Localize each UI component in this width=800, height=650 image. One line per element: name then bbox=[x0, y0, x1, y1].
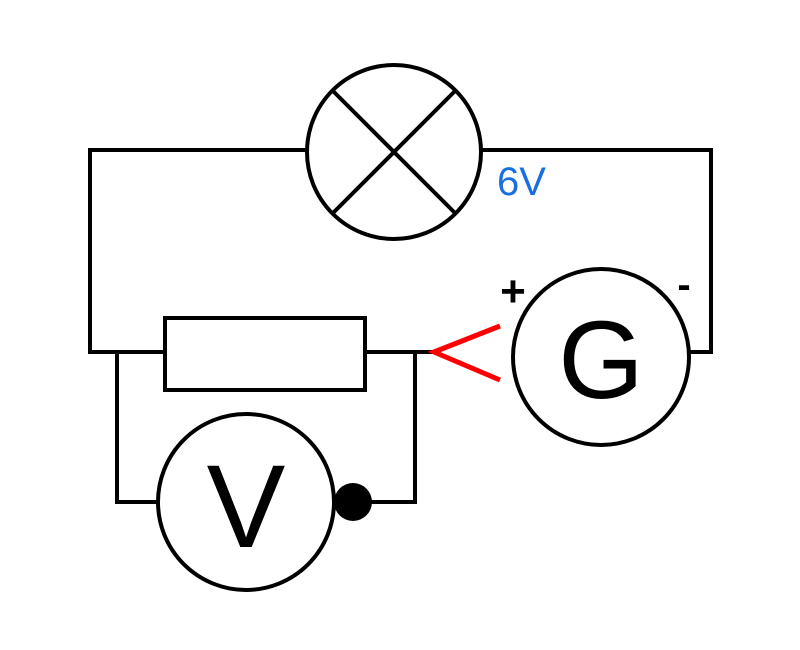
voltmeter-symbol: V bbox=[207, 441, 286, 573]
lamp bbox=[305, 63, 483, 241]
voltmeter-terminal-dot bbox=[334, 483, 372, 521]
galvanometer-plus-label: + bbox=[500, 267, 526, 316]
voltmeter: V bbox=[156, 412, 336, 592]
galvanometer-symbol: G bbox=[558, 299, 644, 422]
lamp-rating-label: 6V bbox=[497, 160, 546, 204]
jockey-pointer[interactable] bbox=[427, 323, 501, 383]
galvanometer-minus-label: - bbox=[677, 263, 690, 307]
wire-top-left bbox=[88, 148, 310, 354]
wire-voltmeter-left bbox=[115, 350, 160, 504]
resistor bbox=[163, 316, 367, 392]
lamp-filament-cross bbox=[331, 89, 457, 215]
galvanometer: G bbox=[511, 267, 691, 447]
wire-top-right bbox=[478, 148, 713, 354]
galvanometer-body bbox=[511, 267, 691, 447]
